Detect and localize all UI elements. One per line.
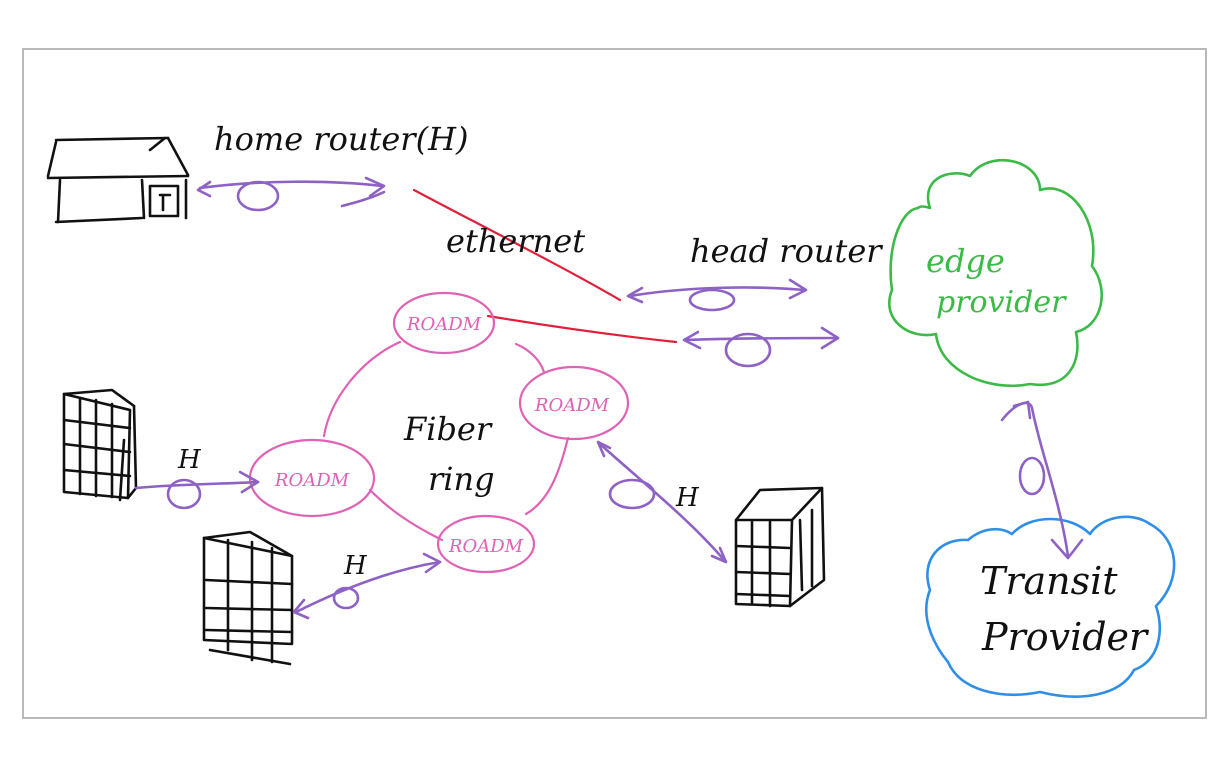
ethernet-link <box>412 188 678 344</box>
fiber-ring-label-line1: Fiber <box>403 410 493 448</box>
fiber-ring-links <box>322 340 570 542</box>
bottom-building-link <box>292 552 442 620</box>
roadm-node: ROADM <box>392 291 496 355</box>
head-router-link-lower <box>682 326 840 368</box>
building-icon <box>202 530 294 666</box>
transit-provider-label-line1: Transit <box>980 559 1118 603</box>
fiber-ring-label-line2: ring <box>428 460 495 498</box>
building-icon <box>62 388 138 502</box>
home-router-label: home router(H) <box>214 120 468 158</box>
transit-provider-label-line2: Provider <box>981 615 1150 659</box>
roadm-label: ROADM <box>274 470 350 491</box>
h-label-left: H <box>177 445 202 475</box>
roadm-label: ROADM <box>406 314 482 335</box>
edge-provider-label-line2: provider <box>936 285 1067 320</box>
edge-provider-cloud <box>888 158 1103 388</box>
head-router-link-upper <box>626 278 808 312</box>
roadm-node: ROADM <box>518 365 630 441</box>
h-label-bottom: H <box>343 551 368 581</box>
transit-provider-cloud <box>925 515 1176 698</box>
right-building-link <box>596 440 728 564</box>
left-building-link <box>134 470 260 510</box>
h-label-right: H <box>675 483 700 513</box>
edge-transit-link <box>1000 400 1084 560</box>
building-icon <box>734 486 826 608</box>
head-router-label: head router <box>690 232 883 270</box>
roadm-node: ROADM <box>436 514 536 574</box>
roadm-label: ROADM <box>534 395 610 416</box>
roadm-label: ROADM <box>448 536 524 557</box>
home-router-link <box>196 176 386 212</box>
house-icon <box>46 136 190 224</box>
ethernet-label: ethernet <box>446 222 585 260</box>
edge-provider-label-line1: edge <box>926 242 1005 280</box>
